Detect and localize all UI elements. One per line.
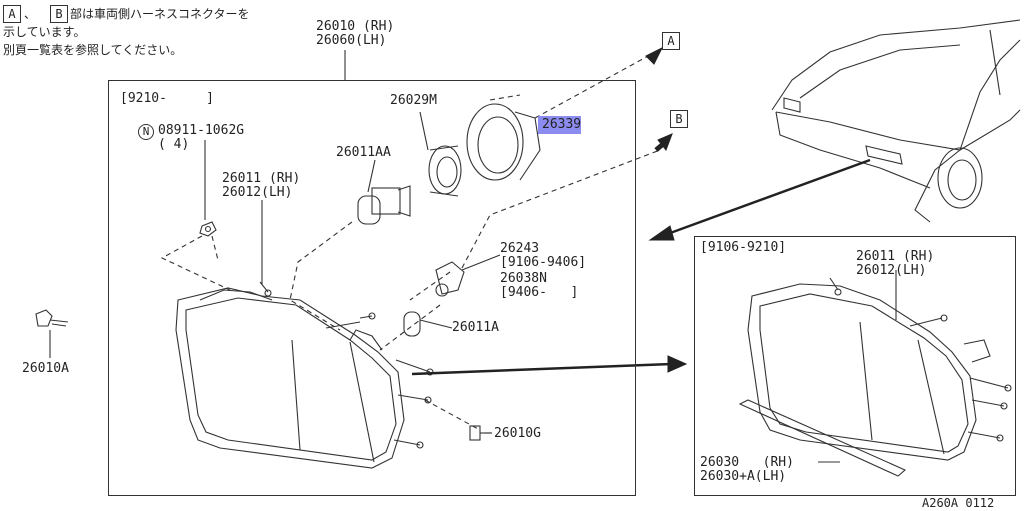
socket-2-range: [9406- ] — [500, 285, 579, 300]
inset-molding-rh-label: 26030 (RH) — [700, 455, 794, 470]
main-date-range: [9210- ] — [120, 91, 214, 106]
lamp-lh-label: 26012(LH) — [222, 185, 293, 200]
socket-ring-label: 26029M — [390, 93, 437, 108]
connector-a-box: A — [662, 32, 680, 50]
screw-label: 26010G — [494, 426, 541, 441]
diagram-code: A260A 0112 — [922, 496, 995, 510]
socket-2-label: 26038N — [500, 271, 547, 286]
nut-symbol-icon: N — [138, 124, 154, 140]
lamp-rh-label: 26011 (RH) — [222, 171, 301, 186]
screw-26010g — [469, 425, 492, 441]
headlamp-main — [175, 281, 434, 469]
inset-molding-lh-label: 26030+A(LH) — [700, 469, 787, 484]
bulb-label: 26011AA — [336, 145, 391, 160]
inset-diagram-frame — [694, 236, 1016, 496]
inset-lamp-rh-label: 26011 (RH) — [856, 249, 935, 264]
bolt-26010a — [35, 309, 69, 358]
bulb-26011aa — [357, 185, 411, 225]
inset-lamp-lh-label: 26012(LH) — [856, 263, 927, 278]
main-assembly-rh-label: 26010 (RH) — [316, 19, 395, 34]
nut-part — [199, 140, 217, 237]
socket-1-range: [9106-9406] — [500, 255, 587, 270]
main-diagram-frame — [108, 80, 636, 496]
headlamp-inset — [738, 270, 1012, 477]
nut-part-label: 08911-1062G — [158, 123, 245, 138]
main-assembly-lh-label: 26060(LH) — [316, 33, 387, 48]
dust-cap — [466, 103, 541, 181]
nut-qty-label: ( 4) — [158, 137, 190, 152]
note-line-2: 示しています。 — [3, 25, 86, 39]
cap-label: 26339 — [538, 116, 582, 134]
connector-b-box: B — [670, 110, 688, 128]
socket-ring — [428, 145, 462, 197]
socket-1-label: 26243 — [500, 241, 540, 256]
note-line-1: 部は車両側ハーネスコネクターを — [70, 7, 250, 21]
bulb-26011a — [403, 311, 421, 337]
car-illustration — [771, 19, 1021, 223]
socket-26243 — [435, 261, 465, 297]
small-bulb-label: 26011A — [452, 320, 499, 335]
note-line-3: 別頁一覧表を参照してください。 — [3, 43, 183, 57]
side-part-label: 26010A — [22, 361, 69, 376]
note-box-a: A — [3, 5, 21, 23]
note-box-b: B — [50, 5, 68, 23]
inset-date-range: [9106-9210] — [700, 240, 787, 255]
